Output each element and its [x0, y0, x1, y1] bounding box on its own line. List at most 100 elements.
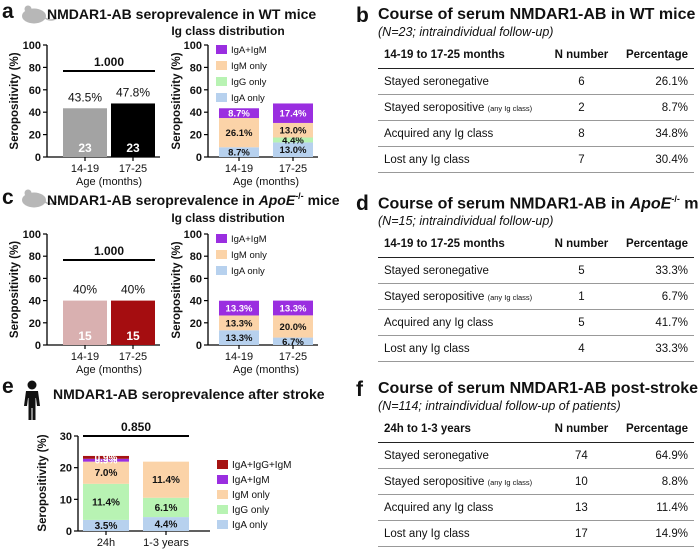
n-cell: 5: [546, 309, 616, 337]
pct-cell: 8.7%: [616, 94, 694, 121]
table-title: Course of serum NMDAR1-AB in ApoE-/- mic…: [378, 194, 699, 213]
stacked-segment: [143, 497, 189, 518]
y-tick-label: 20: [60, 463, 72, 475]
y-tick-label: 60: [29, 273, 41, 285]
row-label: Stayed seropositive: [384, 101, 485, 114]
title-text: mice: [684, 195, 699, 213]
legend-swatch: [217, 490, 228, 499]
y-tick-label: 80: [29, 251, 41, 263]
y-tick-label: 20: [190, 318, 202, 330]
legend-label: IgA+IgM: [232, 475, 270, 486]
y-tick-label: 0: [35, 340, 41, 352]
x-axis-label: Age (months): [76, 364, 142, 376]
column-header: 14-19 to 17-25 months: [378, 231, 547, 259]
x-tick-label: 17-25: [119, 163, 147, 175]
stacked-segment: [219, 147, 259, 157]
pct-cell: 14.9%: [616, 520, 694, 547]
pct-cell: 34.8%: [616, 120, 694, 147]
stacked-segment: [219, 118, 259, 148]
bar-value-label: 43.5%: [68, 90, 102, 104]
row-note: (any Ig class): [487, 103, 533, 113]
mouse-ear-icon: [24, 189, 32, 197]
y-tick-label: 100: [23, 40, 41, 52]
segment-label: 8.7%: [228, 148, 250, 159]
legend-swatch: [216, 234, 227, 243]
stacked-segment: [219, 330, 259, 345]
n-cell: 8: [546, 120, 616, 147]
x-tick-label: 17-25: [279, 163, 307, 175]
row-label: Lost any Ig class: [378, 520, 547, 547]
legend-label: IgA only: [232, 520, 268, 531]
n-cell: 5: [546, 257, 616, 285]
x-tick-label: 1-3 years: [143, 537, 189, 549]
y-tick-label: 30: [60, 431, 72, 443]
legend-swatch: [217, 505, 228, 514]
bar-value-label: 47.8%: [116, 85, 150, 99]
segment-label: 11.4%: [152, 475, 180, 486]
column-header: Percentage: [616, 416, 694, 443]
segment-label: 11.4%: [92, 497, 120, 508]
y-tick-label: 20: [29, 318, 41, 330]
stacked-segment: [273, 122, 313, 138]
row-label: Stayed seronegative: [378, 68, 547, 95]
pct-cell: 11.4%: [616, 494, 694, 521]
legend-label: IgG only: [231, 77, 267, 88]
y-tick-label: 0: [196, 152, 202, 164]
y-tick-label: 100: [184, 229, 202, 241]
y-tick-label: 20: [190, 130, 202, 142]
stacked-segment: [273, 137, 313, 143]
legend-swatch: [216, 250, 227, 259]
stacked-segment: [273, 103, 313, 123]
panel-letter-d: d: [356, 192, 369, 215]
n-cell: 74: [546, 442, 616, 469]
column-header: 24h to 1-3 years: [378, 416, 547, 443]
y-tick-label: 0: [35, 152, 41, 164]
stacked-segment: [83, 458, 129, 462]
stacked-segment: [83, 461, 129, 484]
y-tick-label: 100: [23, 229, 41, 241]
segment-label: 7.0%: [95, 468, 118, 479]
row-label: Stayed seronegative: [378, 257, 547, 285]
y-tick-label: 0: [66, 526, 72, 538]
y-tick-label: 80: [190, 62, 202, 74]
row-note: (any Ig class): [487, 292, 533, 302]
segment-label: 0.9%: [95, 453, 118, 464]
pct-cell: 6.7%: [616, 283, 694, 311]
x-axis-label: Age (months): [233, 176, 299, 188]
x-tick-label: 17-25: [279, 351, 307, 363]
stacked-segment: [219, 108, 259, 119]
n-cell: 1: [546, 283, 616, 311]
title-text: Course of serum NMDAR1-AB in: [378, 195, 630, 213]
x-tick-label: 14-19: [71, 351, 99, 363]
column-header: N number: [546, 231, 616, 259]
n-cell: 10: [546, 468, 616, 495]
legend-label: IgA+IgM: [231, 45, 267, 56]
legend-label: IgA only: [231, 93, 265, 104]
pct-cell: 41.7%: [616, 309, 694, 337]
chart-title: NMDAR1-AB seroprevalence in ApoE-/- mice: [47, 191, 340, 208]
x-axis-label: Age (months): [76, 176, 142, 188]
stacked-segment: [273, 142, 313, 157]
bar-n-label: 15: [126, 329, 140, 343]
table-title: Course of serum NMDAR1-AB in WT mice: [378, 6, 696, 23]
table-panel-f: Course of serum NMDAR1-AB post-stroke (N…: [378, 380, 698, 547]
bar-n-label: 23: [126, 141, 140, 155]
table-panel-b: Course of serum NMDAR1-AB in WT mice (N=…: [378, 6, 695, 173]
mouse-tail-icon: [44, 201, 58, 205]
bar-value-label: 40%: [121, 283, 145, 297]
segment-label: 6.1%: [155, 503, 178, 514]
n-cell: 4: [546, 335, 616, 363]
segment-label: 20.0%: [280, 322, 307, 333]
segment-label: 3.5%: [95, 521, 118, 532]
y-tick-label: 80: [29, 62, 41, 74]
y-tick-label: 60: [29, 85, 41, 97]
segment-label: 17.4%: [280, 109, 307, 120]
row-label: Stayed seropositive: [384, 290, 485, 303]
y-tick-label: 40: [29, 296, 41, 308]
